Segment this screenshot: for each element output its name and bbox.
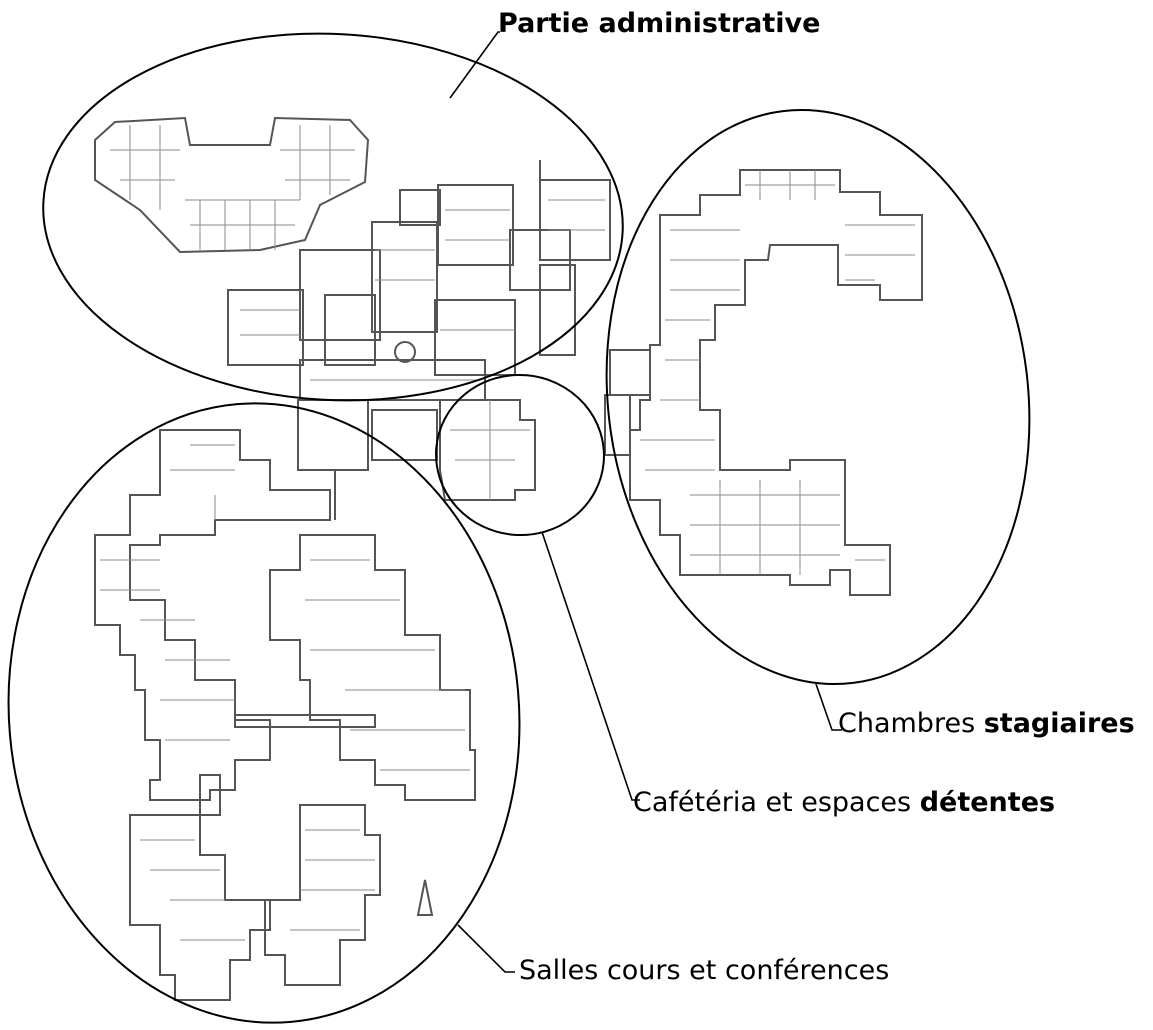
cafeteria-label-part1: Cafétéria et espaces	[633, 787, 920, 818]
salles-leader-line	[457, 924, 515, 973]
cafeteria-zone-label: Cafétéria et espaces détentes	[633, 789, 1055, 816]
chambres-wing-plan	[604, 169, 923, 596]
admin-leader-line	[449, 31, 500, 99]
cafeteria-leader-line	[541, 531, 640, 801]
admin-wing-plan	[94, 116, 611, 401]
cafeteria-zone-outline	[435, 373, 605, 537]
chambres-label-part3: stagiaires	[983, 708, 1135, 739]
admin-zone-label: Partie administrative	[498, 8, 821, 39]
chambres-label-part1: Chambre	[838, 708, 962, 739]
salles-wing-plan	[94, 429, 476, 1001]
chambres-zone-outline	[605, 109, 1031, 685]
salles-zone-label: Salles cours et conférences	[519, 955, 890, 986]
cafeteria-label-part2: détentes	[919, 787, 1056, 818]
chambres-leader-line	[815, 683, 842, 731]
admin-zone-outline	[42, 32, 624, 402]
chambres-label-part2: s	[961, 708, 984, 739]
chambres-zone-label: Chambres stagiaires	[838, 710, 1135, 737]
salles-zone-outline	[7, 402, 521, 1024]
